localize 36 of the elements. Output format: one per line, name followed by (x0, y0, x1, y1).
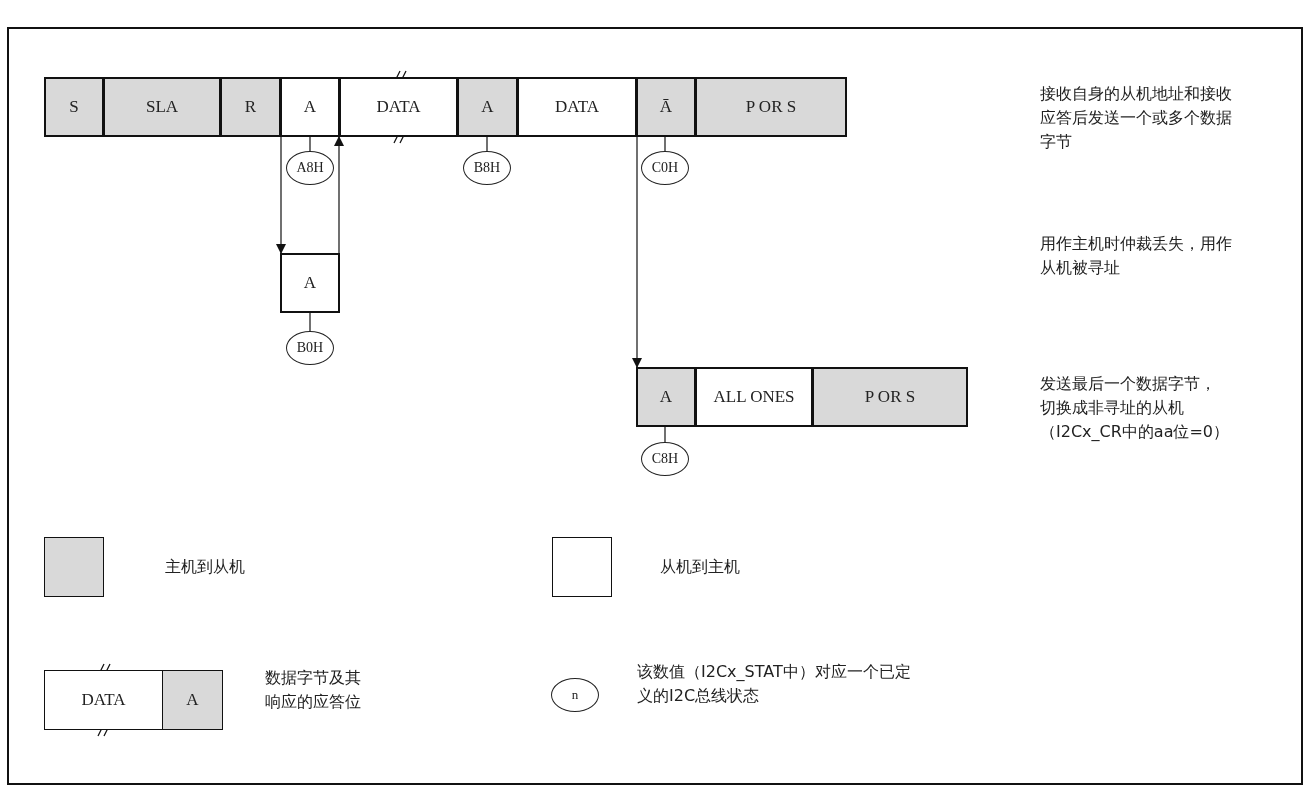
field-cell: S (44, 77, 104, 137)
leader-line (309, 136, 311, 152)
description-text: 发送最后一个数据字节，切换成非寻址的从机（I2Cx_CR中的aa位=0） (1040, 373, 1230, 443)
field-cell: A (280, 253, 340, 313)
description-text: 接收自身的从机地址和接收应答后发送一个或多个数据字节 (1040, 83, 1233, 153)
field-cell: A (636, 367, 696, 427)
field-cell: P OR S (812, 367, 968, 427)
field-cell: DATA (339, 77, 458, 137)
field-cell: A (457, 77, 518, 137)
leader-line (664, 136, 666, 152)
state-code-ellipse: A8H (286, 151, 334, 185)
arrow (632, 136, 642, 368)
legend-state-ellipse: n (551, 678, 599, 712)
legend-text: 该数值（I2Cx_STAT中）对应一个已定义的I2C总线状态 (637, 661, 912, 707)
legend-text: 从机到主机 (660, 556, 741, 578)
field-cell: DATA (517, 77, 637, 137)
leader-line (486, 136, 488, 152)
state-code-ellipse: B0H (286, 331, 334, 365)
legend-text: 主机到从机 (165, 556, 246, 578)
field-cell: ALL ONES (695, 367, 813, 427)
legend-text: 数据字节及其响应的应答位 (265, 667, 362, 713)
field-cell: SLA (103, 77, 221, 137)
field-cell: A (280, 77, 340, 137)
leader-line (664, 426, 666, 443)
state-code-ellipse: C0H (641, 151, 689, 185)
arrow (334, 136, 344, 254)
field-cell: P OR S (695, 77, 847, 137)
state-code-ellipse: C8H (641, 442, 689, 476)
field-cell: R (220, 77, 281, 137)
legend-field-cell: A (162, 670, 223, 730)
description-text: 用作主机时仲裁丢失，用作从机被寻址 (1040, 233, 1233, 279)
arrow (276, 136, 286, 254)
leader-line (309, 312, 311, 332)
state-code-ellipse: B8H (463, 151, 511, 185)
legend-field-cell: DATA (44, 670, 163, 730)
field-cell: Ā (636, 77, 696, 137)
